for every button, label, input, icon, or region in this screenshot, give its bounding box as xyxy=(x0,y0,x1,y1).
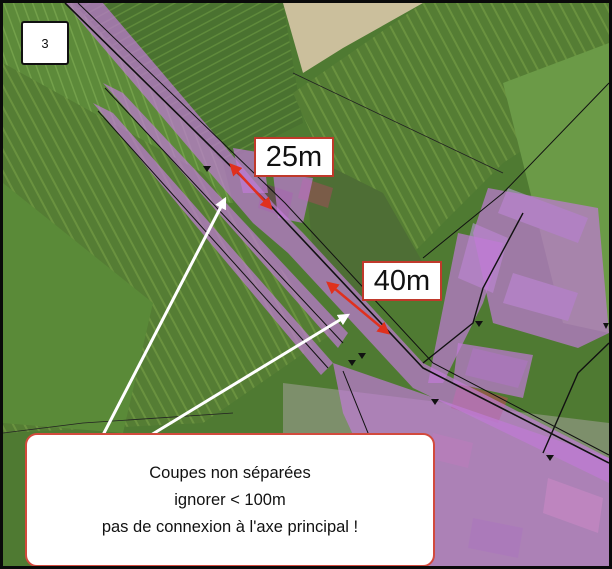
callout-line: Coupes non séparées xyxy=(149,463,311,482)
junction-markers xyxy=(203,166,609,461)
callout-line: pas de connexion à l'axe principal ! xyxy=(101,517,359,536)
pointer-arrows xyxy=(101,196,351,437)
callout-line: ignorer < 100m xyxy=(174,490,286,509)
aerial-map xyxy=(3,3,609,566)
distance-label-40m: 40m xyxy=(362,261,442,301)
sheet-number-badge: 3 xyxy=(21,21,69,65)
distance-label-25m: 25m xyxy=(254,137,334,177)
callout-box: Coupes non séparées ignorer < 100m pas d… xyxy=(25,433,435,566)
distance-arrows xyxy=(229,163,390,335)
